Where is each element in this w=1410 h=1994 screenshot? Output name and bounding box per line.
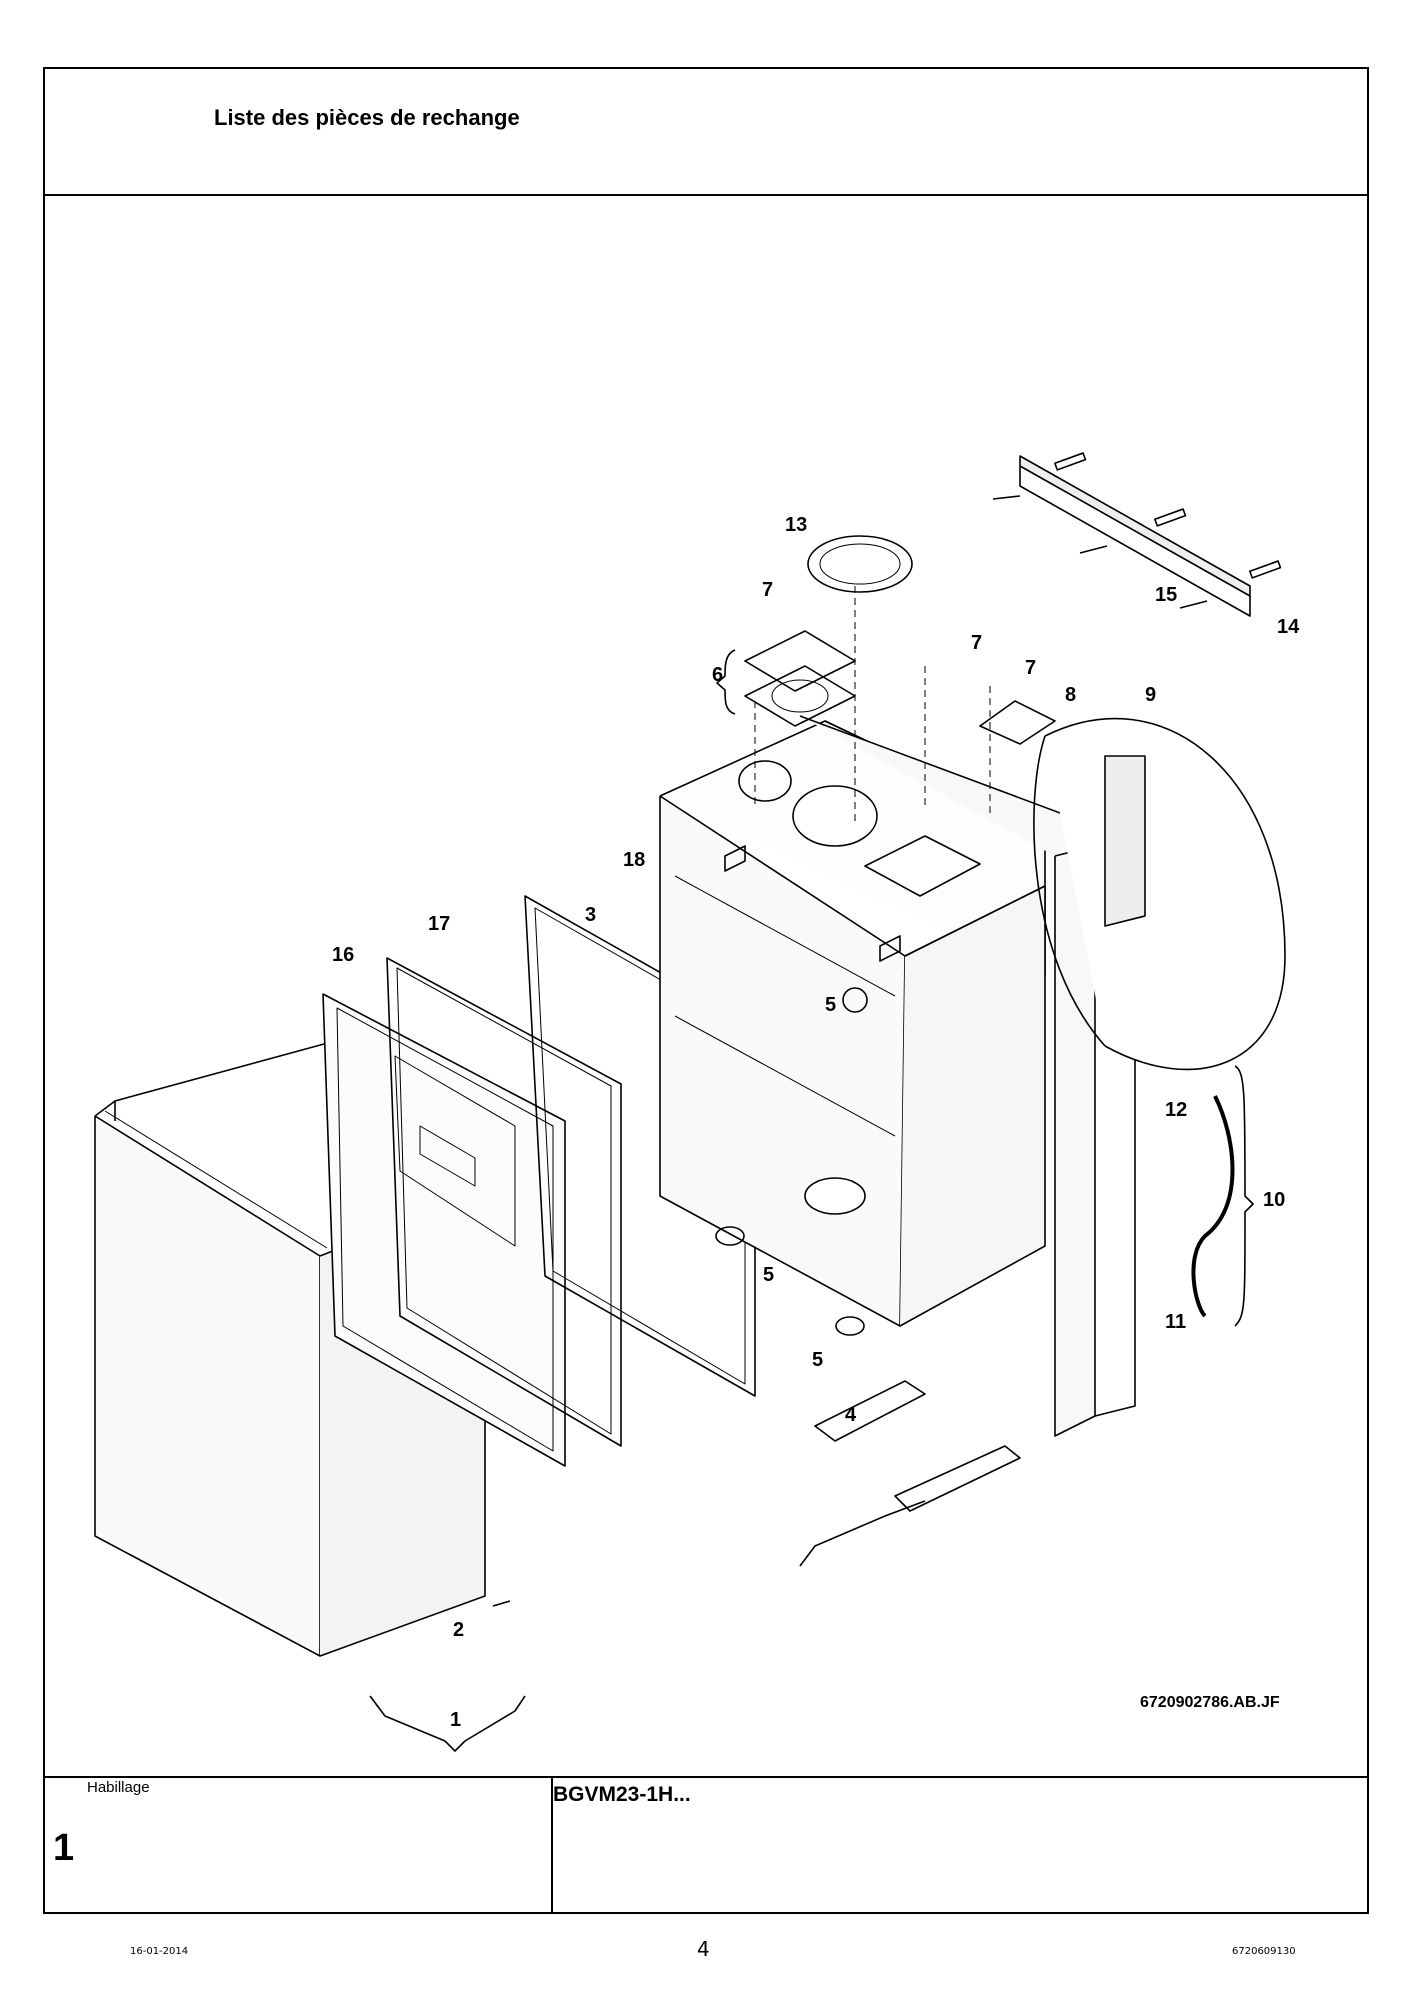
model-name: BGVM23-1H... (553, 1783, 691, 1806)
page-frame: Liste des pièces de rechange (43, 67, 1369, 1914)
callout-17: 17 (428, 913, 450, 935)
callout-4: 4 (845, 1404, 857, 1426)
expansion-vessel-9 (1033, 717, 1286, 1071)
callout-5b: 5 (763, 1264, 774, 1286)
callout-5a: 5 (825, 994, 836, 1016)
callout-5c: 5 (812, 1349, 823, 1371)
pipe-10 (1191, 1095, 1235, 1318)
callout-13: 13 (785, 514, 807, 536)
callout-16: 16 (332, 944, 354, 966)
gasket-17 (386, 957, 622, 1447)
callout-14: 14 (1277, 616, 1300, 638)
section-number: 1 (53, 1827, 75, 1869)
gasket-8 (979, 700, 1056, 745)
callout-12: 12 (1165, 1099, 1187, 1121)
callout-9: 9 (1145, 684, 1156, 706)
callout-10: 10 (1263, 1189, 1285, 1211)
callout-3: 3 (585, 904, 596, 926)
section-label: Habillage (87, 1779, 150, 1796)
callout-7c: 7 (1025, 657, 1036, 679)
footer-column-divider (551, 1776, 553, 1912)
page-number: 4 (697, 1937, 710, 1961)
callout-6: 6 (712, 664, 723, 686)
panel-16 (322, 993, 566, 1467)
brackets-4 (814, 1380, 1021, 1512)
gasket-13 (807, 535, 913, 593)
footer-divider (45, 1776, 1367, 1778)
callout-11: 11 (1165, 1311, 1186, 1333)
callout-8: 8 (1065, 684, 1076, 706)
callout-15: 15 (1155, 584, 1177, 606)
callout-18: 18 (623, 849, 645, 871)
document-number: 6720609130 (1232, 1946, 1296, 1957)
callout-7a: 7 (762, 579, 773, 601)
footer-date: 16-01-2014 (130, 1946, 189, 1957)
callout-7b: 7 (971, 632, 982, 654)
exploded-view-drawing: 1 2 3 4 5 5 5 6 7 7 7 8 9 10 11 12 13 14… (94, 452, 1300, 1752)
mounting-rail-14 (992, 452, 1282, 617)
page-title: Liste des pièces de rechange (214, 105, 520, 130)
header-divider (45, 194, 1367, 196)
callout-1: 1 (450, 1709, 461, 1731)
callout-2: 2 (453, 1619, 464, 1641)
cover-plate-6 (744, 630, 856, 727)
drawing-code: 6720902786.AB.JF (1140, 1694, 1280, 1711)
